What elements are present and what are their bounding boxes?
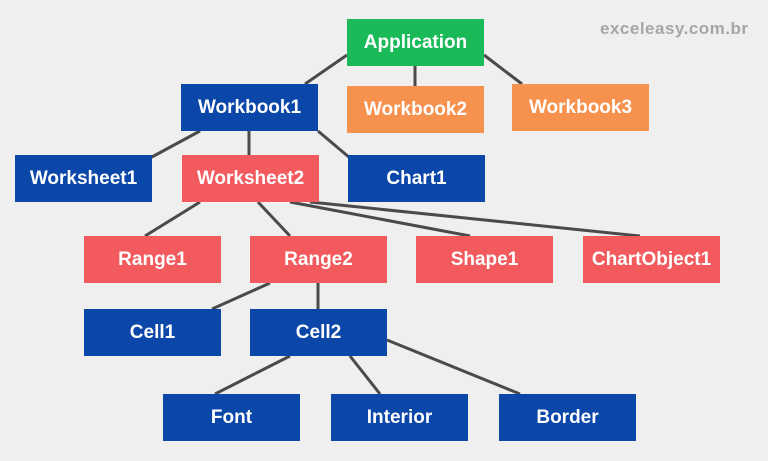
- node-workbook2: Workbook2: [347, 86, 484, 133]
- node-range1: Range1: [84, 236, 221, 283]
- node-chart1: Chart1: [348, 155, 485, 202]
- connector-range2-cell1: [211, 281, 271, 311]
- node-cell1: Cell1: [84, 309, 221, 356]
- connector-worksheet2-shape1: [289, 200, 471, 238]
- connector-worksheet2-chartobject1: [309, 200, 641, 238]
- connector-cell2-border: [386, 338, 521, 396]
- connector-worksheet2-range2: [256, 200, 292, 238]
- connector-cell2-interior: [348, 355, 382, 395]
- node-range2: Range2: [250, 236, 387, 283]
- node-cell2: Cell2: [250, 309, 387, 356]
- watermark: exceleasy.com.br: [600, 19, 749, 38]
- node-workbook3: Workbook3: [512, 84, 649, 131]
- node-font: Font: [163, 394, 300, 441]
- node-shape1: Shape1: [416, 236, 553, 283]
- node-worksheet2: Worksheet2: [182, 155, 319, 202]
- node-application: Application: [347, 19, 484, 66]
- node-workbook1: Workbook1: [181, 84, 318, 131]
- connector-workbook1-worksheet1: [149, 129, 201, 160]
- connector-workbook1-chart1: [317, 129, 351, 160]
- node-worksheet1: Worksheet1: [15, 155, 152, 202]
- connector-application-workbook1: [304, 53, 348, 86]
- node-border: Border: [499, 394, 636, 441]
- connector-cell2-font: [214, 354, 291, 396]
- connector-application-workbook3: [483, 53, 523, 86]
- connector-worksheet2-range1: [144, 200, 201, 238]
- node-chartobject1: ChartObject1: [583, 236, 720, 283]
- node-interior: Interior: [331, 394, 468, 441]
